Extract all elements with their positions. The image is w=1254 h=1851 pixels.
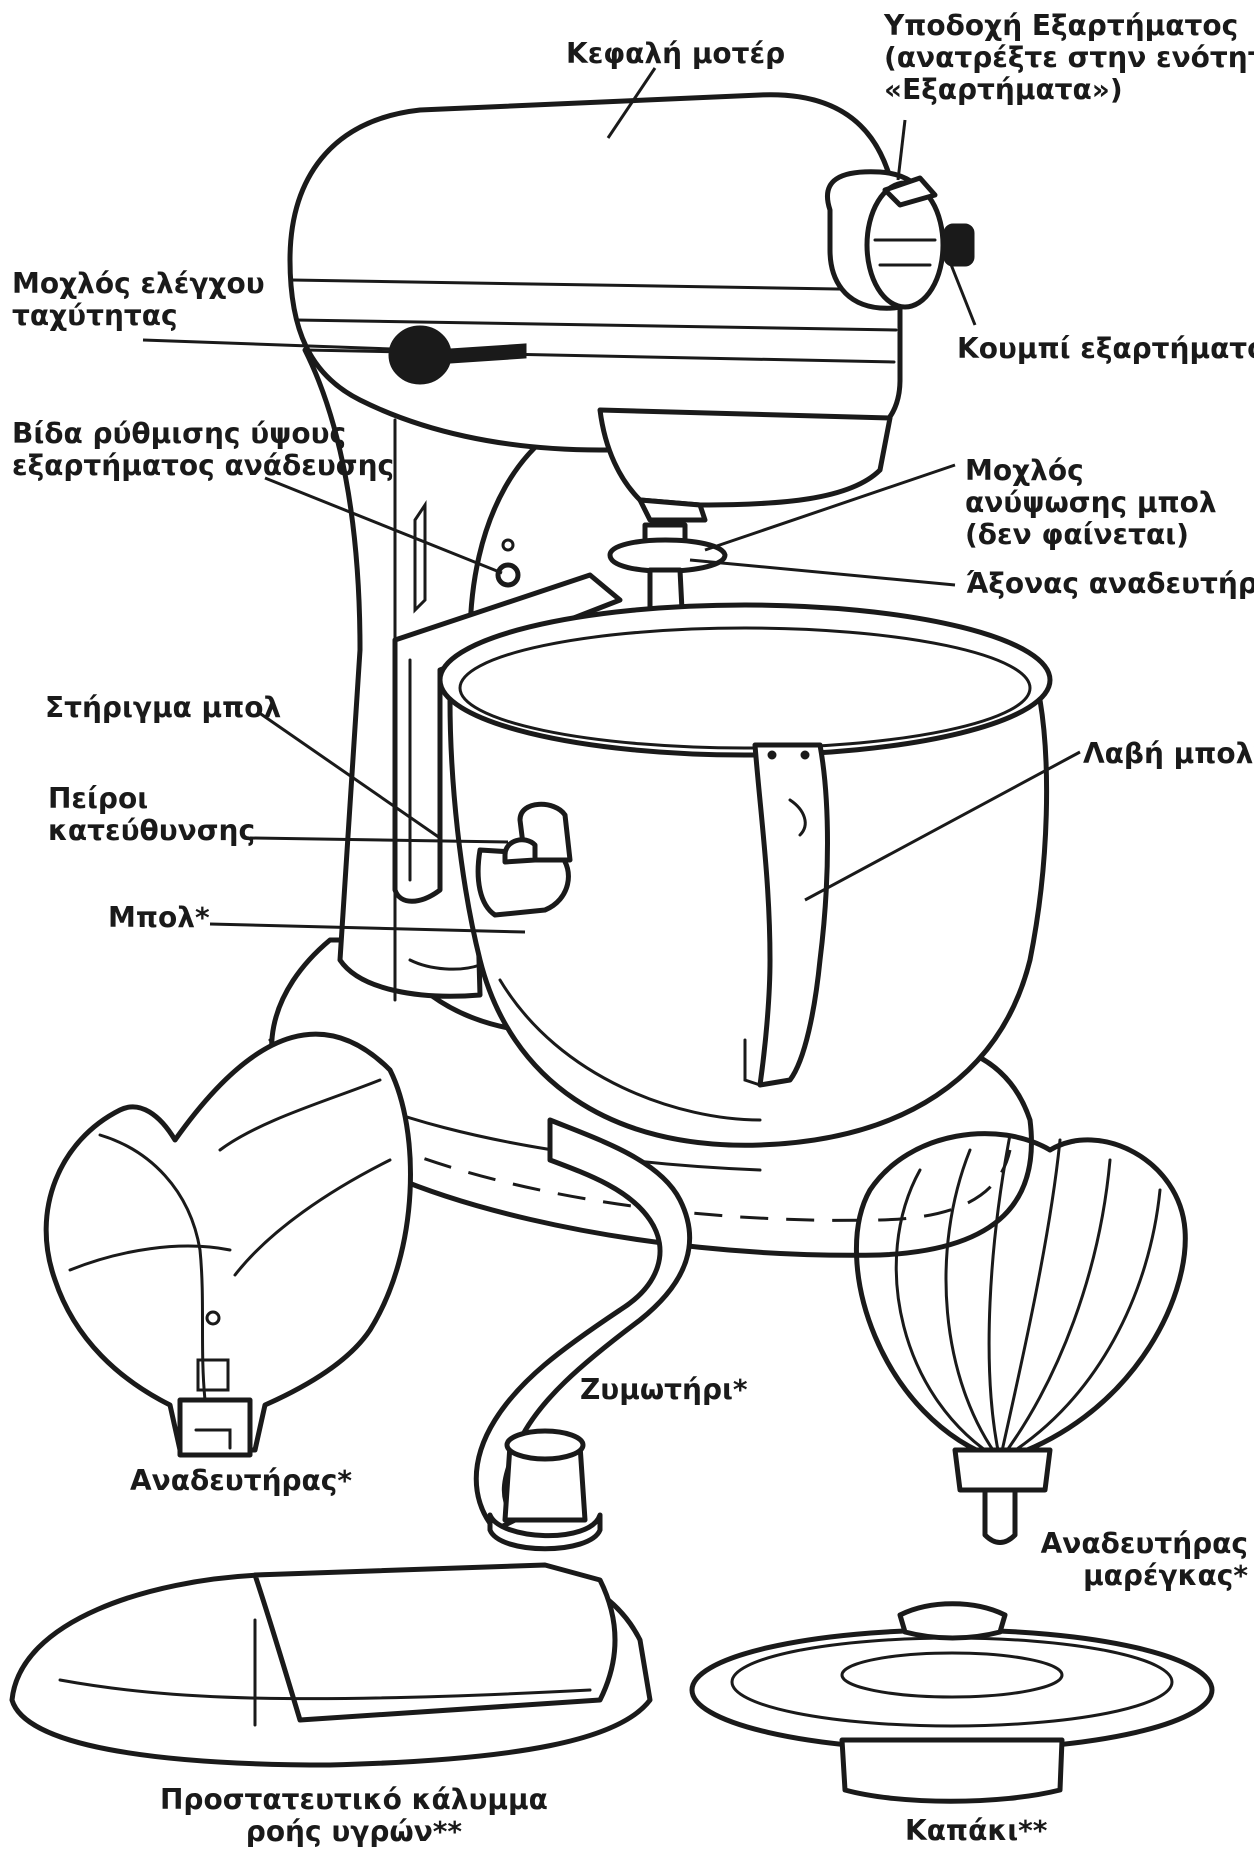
label-attachment-knob: Κουμπί εξαρτήματος [957,333,1254,365]
label-speed-control: Μοχλός ελέγχου ταχύτητας [12,268,265,332]
label-bowl: Μπολ* [108,902,210,934]
label-flat-beater: Αναδευτήρας* [130,1465,352,1497]
flat-beater-drawing [46,1034,410,1455]
label-pouring-shield: Προστατευτικό κάλυμμα ροής υγρών** [160,1784,548,1848]
label-height-screw: Βίδα ρύθμισης ύψους εξαρτήματος ανάδευση… [12,418,394,482]
label-wire-whip: Αναδευτήρας μαρέγκας* [1041,1528,1248,1592]
label-bowl-handle: Λαβή μπολ* [1083,738,1254,770]
height-screw [498,540,518,585]
label-locating-pins: Πείροι κατεύθυνσης [48,783,255,847]
pouring-shield-drawing [12,1565,650,1765]
label-motor-head: Κεφαλή μοτέρ [566,38,785,70]
label-bowl-support: Στήριγμα μπολ [45,692,281,724]
attachment-hub-drawing [827,172,973,308]
label-dough-hook: Ζυμωτήρι* [580,1374,748,1406]
label-lid: Καπάκι** [905,1815,1047,1847]
label-bowl-lift: Μοχλός ανύψωσης μπολ (δεν φαίνεται) [965,455,1217,551]
label-beater-shaft: Άξονας αναδευτήρα [966,568,1254,600]
lid-drawing [692,1604,1212,1802]
label-attachment-hub: Υποδοχή Εξαρτήματος (ανατρέξτε στην ενότ… [884,10,1254,106]
